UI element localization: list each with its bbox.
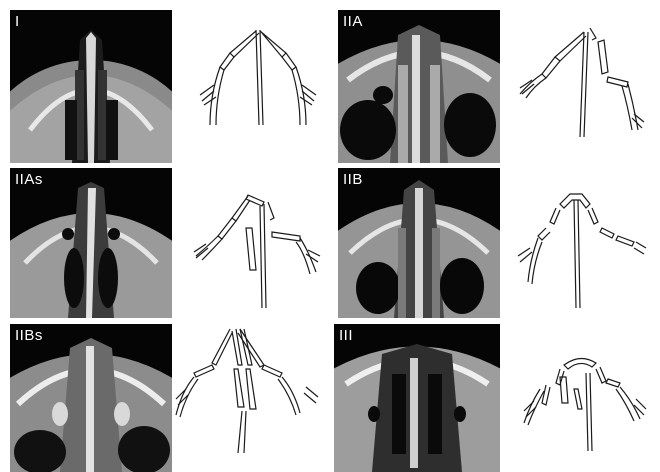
nasal-bone-line-drawing-icon bbox=[510, 22, 660, 147]
ct-image-type-i: I bbox=[10, 10, 172, 163]
ct-image-type-iii: III bbox=[334, 324, 500, 472]
ct-image-type-iib: IIB bbox=[338, 168, 500, 318]
ct-scan-icon bbox=[10, 168, 172, 318]
sketch-type-iii bbox=[516, 353, 660, 463]
sketch-type-iibs bbox=[172, 325, 330, 470]
nasal-bone-line-drawing-icon bbox=[188, 190, 330, 315]
ct-scan-icon bbox=[338, 10, 500, 163]
nasal-bone-line-drawing-icon bbox=[516, 353, 660, 463]
panel-label: I bbox=[15, 13, 20, 30]
panel-type-iias: IIAs bbox=[0, 160, 330, 317]
ct-scan-icon bbox=[338, 168, 500, 318]
panel-label: IIB bbox=[343, 171, 363, 188]
nasal-bone-line-drawing-icon bbox=[510, 190, 660, 315]
panel-label: IIBs bbox=[15, 327, 43, 344]
ct-scan-icon bbox=[334, 324, 500, 472]
sketch-type-iia bbox=[510, 22, 660, 147]
panel-label: III bbox=[339, 327, 353, 344]
sketch-type-iib bbox=[510, 190, 660, 315]
ct-image-type-iia: IIA bbox=[338, 10, 500, 163]
panel-label: IIAs bbox=[15, 171, 43, 188]
panel-type-iib: IIB bbox=[330, 160, 660, 317]
panel-type-iibs: IIBs bbox=[0, 317, 330, 472]
sketch-type-i bbox=[190, 25, 330, 145]
panel-type-i: I bbox=[0, 0, 330, 160]
panel-type-iia: IIA bbox=[330, 0, 660, 160]
panel-label: IIA bbox=[343, 13, 363, 30]
ct-scan-icon bbox=[10, 324, 172, 472]
nasal-bone-line-drawing-icon bbox=[190, 25, 330, 145]
sketch-type-iias bbox=[188, 190, 330, 315]
ct-image-type-iibs: IIBs bbox=[10, 324, 172, 472]
ct-scan-icon bbox=[10, 10, 172, 163]
panel-type-iii: III bbox=[330, 317, 660, 472]
nasal-bone-line-drawing-icon bbox=[172, 325, 330, 470]
ct-image-type-iias: IIAs bbox=[10, 168, 172, 318]
